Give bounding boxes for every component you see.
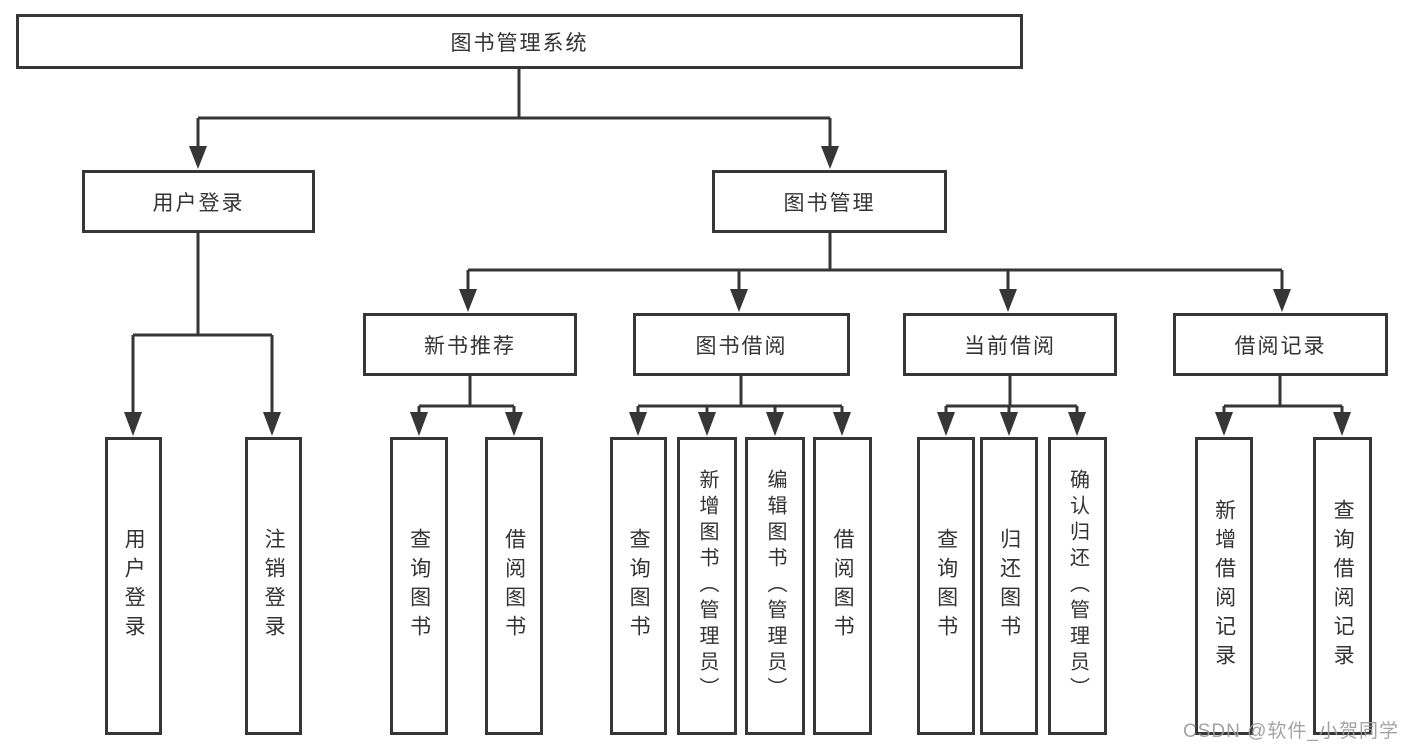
node-root-label: 图书管理系统 xyxy=(450,31,589,55)
leaf-return-book: 归还图书 xyxy=(980,437,1038,735)
leaf-return-book-label: 归还图书 xyxy=(997,528,1021,644)
leaf-query-books-current-label: 查询图书 xyxy=(934,528,958,644)
node-book-management: 图书管理 xyxy=(712,170,947,233)
leaf-add-borrow-record-label: 新增借阅记录 xyxy=(1212,499,1236,673)
leaf-borrow-books-recommend-label: 借阅图书 xyxy=(502,528,526,644)
node-book-borrow-label: 图书借阅 xyxy=(695,334,788,358)
leaf-logout-label: 注销登录 xyxy=(262,528,286,644)
node-user-login-label: 用户登录 xyxy=(152,191,245,215)
leaf-confirm-return-admin-label: 确认归还（管理员） xyxy=(1066,469,1089,703)
leaf-query-books-current: 查询图书 xyxy=(917,437,975,735)
leaf-add-book-admin-label: 新增图书（管理员） xyxy=(696,469,718,703)
leaf-user-login: 用户登录 xyxy=(105,437,162,735)
node-current-borrow: 当前借阅 xyxy=(903,313,1117,376)
leaf-borrow-books: 借阅图书 xyxy=(813,437,872,735)
leaf-add-book-admin: 新增图书（管理员） xyxy=(677,437,737,735)
node-new-book-recommend: 新书推荐 xyxy=(363,313,577,376)
leaf-query-borrow-record-label: 查询借阅记录 xyxy=(1331,499,1355,673)
leaf-query-books-borrow: 查询图书 xyxy=(610,437,667,735)
leaf-borrow-books-label: 借阅图书 xyxy=(831,528,855,644)
node-root: 图书管理系统 xyxy=(16,14,1023,69)
leaf-borrow-books-recommend: 借阅图书 xyxy=(485,437,543,735)
leaf-add-borrow-record: 新增借阅记录 xyxy=(1195,437,1253,735)
leaf-edit-book-admin: 编辑图书（管理员） xyxy=(745,437,805,735)
leaf-query-books-borrow-label: 查询图书 xyxy=(627,528,651,644)
node-user-login: 用户登录 xyxy=(82,170,315,233)
node-book-management-label: 图书管理 xyxy=(783,191,876,215)
node-current-borrow-label: 当前借阅 xyxy=(964,334,1056,358)
leaf-query-borrow-record: 查询借阅记录 xyxy=(1313,437,1372,735)
leaf-logout: 注销登录 xyxy=(245,437,302,735)
leaf-edit-book-admin-label: 编辑图书（管理员） xyxy=(764,469,786,703)
leaf-query-books-recommend: 查询图书 xyxy=(390,437,448,735)
node-book-borrow: 图书借阅 xyxy=(633,313,850,376)
leaf-confirm-return-admin: 确认归还（管理员） xyxy=(1048,437,1107,735)
csdn-watermark: CSDN @软件_小贺同学 xyxy=(1183,721,1399,742)
leaf-query-books-recommend-label: 查询图书 xyxy=(407,528,431,644)
node-borrow-records: 借阅记录 xyxy=(1173,313,1388,376)
leaf-user-login-label: 用户登录 xyxy=(122,528,146,644)
node-new-book-recommend-label: 新书推荐 xyxy=(424,334,516,358)
node-borrow-records-label: 借阅记录 xyxy=(1234,334,1327,358)
